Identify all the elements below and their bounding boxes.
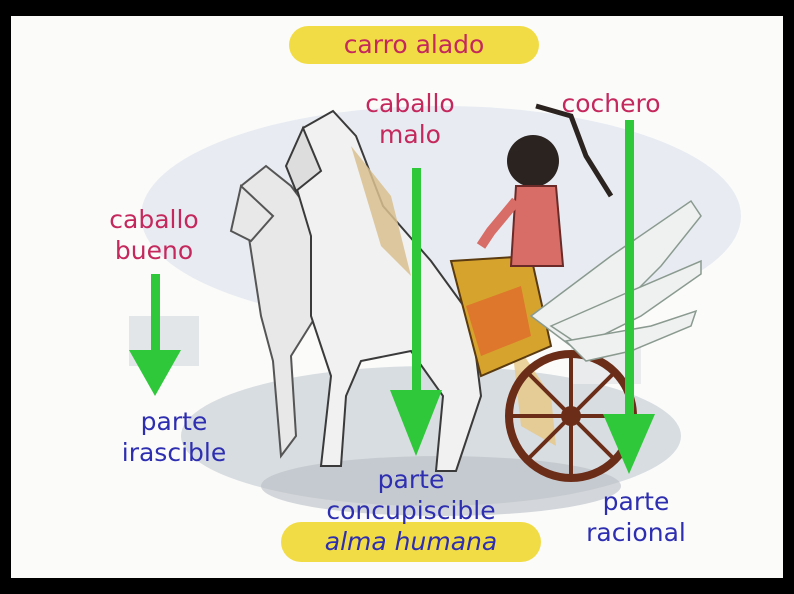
label-parte-concupiscible: parte concupiscible [311,464,511,526]
label-caballo-bueno: caballo bueno [99,204,209,266]
label-line: racional [586,518,686,547]
title-banner [289,26,539,64]
arrow-cochero-to-racional [603,120,655,474]
label-line: bueno [114,236,194,265]
label-line: concupiscible [326,496,496,525]
label-line: parte [602,487,670,516]
arrow-bueno-to-irascible [129,274,181,396]
label-line: caballo [365,89,455,118]
good-horse-figure [229,164,323,459]
horse-mane [351,146,411,276]
label-line: irascible [121,438,227,467]
chariot-illustration [129,103,741,516]
label-line: malo [379,120,441,149]
footer-banner [281,522,541,562]
footer-label: alma humana [324,527,498,556]
label-parte-racional: parte racional [571,486,701,548]
label-parte-irascible: parte irascible [109,406,239,468]
label-cochero: cochero [561,89,661,118]
slide: carro alado caballo bueno caballo malo c… [11,16,783,578]
label-line: parte [377,465,445,494]
label-line: caballo [109,205,199,234]
label-caballo-malo: caballo malo [355,88,465,150]
label-line: parte [140,407,208,436]
arrow-malo-to-concupiscible [390,168,442,456]
charioteer-figure [476,103,614,267]
title-label: carro alado [343,30,485,59]
chariot-figure [449,254,637,482]
horse-tail [511,336,556,446]
ground-shadow [261,456,621,516]
